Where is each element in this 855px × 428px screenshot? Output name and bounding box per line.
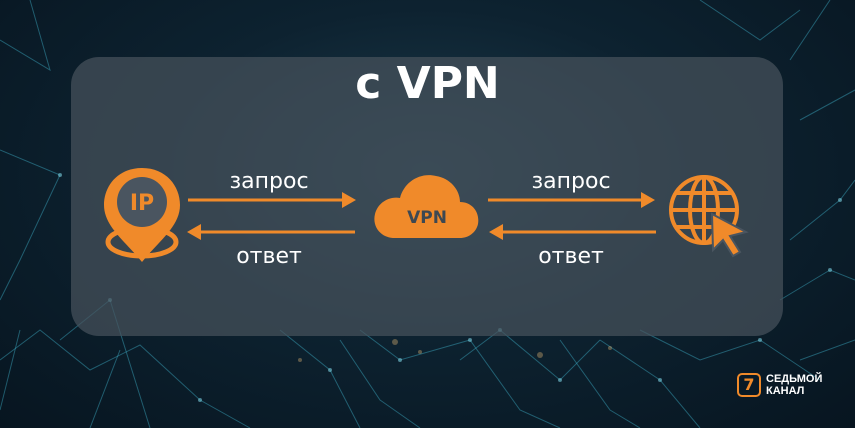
logo-line-1: СЕДЬМОЙ <box>766 373 823 385</box>
diagram-title: с VPN <box>355 58 500 109</box>
left-response-arrow <box>187 224 355 240</box>
right-request-label: запрос <box>531 169 611 194</box>
left-request-label: запрос <box>229 169 309 194</box>
right-request-arrow <box>488 192 655 208</box>
channel-logo: 7 СЕДЬМОЙ КАНАЛ <box>737 373 822 397</box>
globe-cursor-icon <box>669 175 739 245</box>
location-pin-icon: IP <box>104 168 180 262</box>
vpn-cloud-icon: VPN <box>374 175 479 238</box>
right-response-arrow <box>489 224 656 240</box>
logo-text: СЕДЬМОЙ КАНАЛ <box>766 373 822 397</box>
right-response-label: ответ <box>538 244 604 269</box>
cursor-icon <box>710 212 749 258</box>
logo-mark: 7 <box>737 373 761 397</box>
client-ip-label: IP <box>130 191 154 216</box>
left-request-arrow <box>188 192 356 208</box>
vpn-node-label: VPN <box>407 208 447 228</box>
logo-line-2: КАНАЛ <box>766 385 805 397</box>
left-response-label: ответ <box>236 244 302 269</box>
